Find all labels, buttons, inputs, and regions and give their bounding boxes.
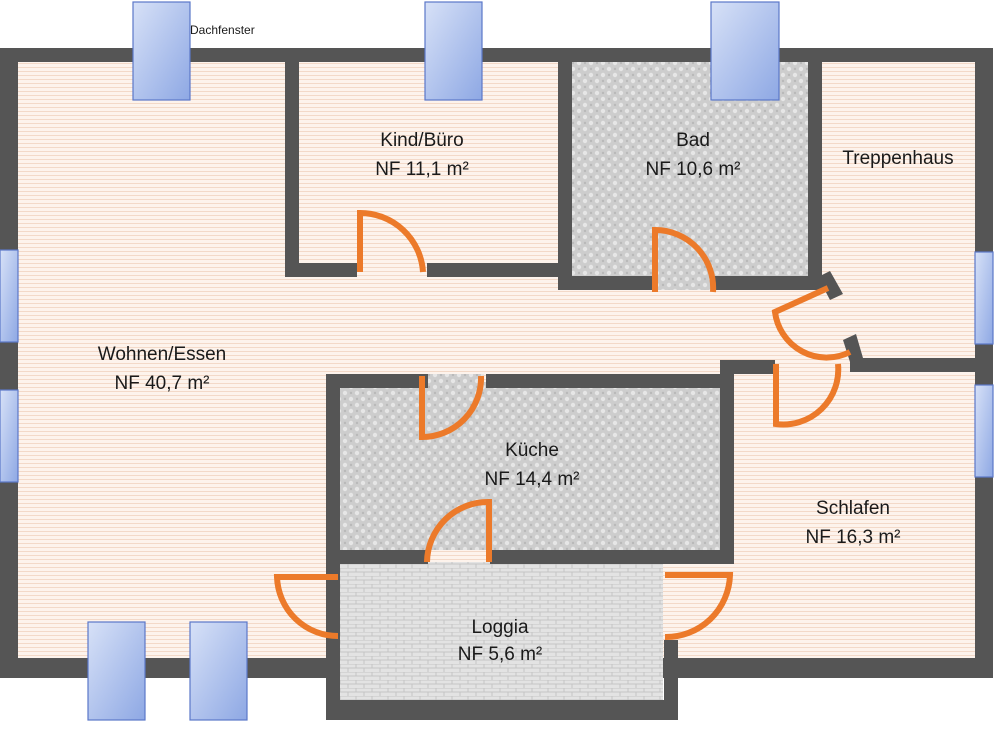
kueche-name-label: Küche	[505, 440, 559, 461]
skylight-window	[87, 621, 146, 721]
kind-name-label: Kind/Büro	[380, 130, 463, 151]
kueche-floor	[338, 382, 726, 550]
skylight-window	[424, 1, 483, 101]
wohnen-area-label: NF 40,7 m²	[114, 373, 209, 394]
door-loggia-right	[664, 572, 734, 641]
kueche-door-floor	[428, 374, 484, 392]
window	[0, 249, 19, 343]
kind-area-label: NF 11,1 m²	[375, 159, 469, 180]
kueche-area-label: NF 14,4 m²	[484, 469, 579, 490]
bad-door-floor	[655, 272, 713, 290]
door-loggia-left	[273, 574, 339, 639]
dachfenster-label: Dachfenster	[190, 23, 255, 37]
door-loggia-kueche	[424, 498, 492, 563]
loggia-floor	[338, 562, 663, 712]
side-windows	[0, 249, 994, 483]
treppenhaus-name-label: Treppenhaus	[842, 148, 953, 169]
walls	[0, 48, 993, 720]
bad-name-label: Bad	[676, 130, 710, 151]
door-bad	[652, 226, 717, 293]
door-treppenhaus	[771, 285, 852, 361]
door-kind	[357, 209, 426, 273]
skylight-window	[710, 1, 780, 101]
skylight-window	[189, 621, 248, 721]
door-kueche	[419, 375, 485, 441]
window	[974, 384, 994, 478]
window	[0, 389, 19, 483]
doors	[273, 209, 852, 641]
door-schlafen	[773, 363, 842, 428]
skylight-window	[132, 1, 191, 101]
wohnen-name-label: Wohnen/Essen	[98, 344, 227, 365]
window	[974, 251, 994, 345]
skylights	[87, 1, 780, 721]
schlafen-area-label: NF 16,3 m²	[805, 527, 900, 548]
loggia-area-label: NF 5,6 m²	[458, 644, 542, 665]
bad-area-label: NF 10,6 m²	[645, 159, 740, 180]
loggia-name-label: Loggia	[471, 617, 528, 638]
schlafen-name-label: Schlafen	[816, 498, 890, 519]
